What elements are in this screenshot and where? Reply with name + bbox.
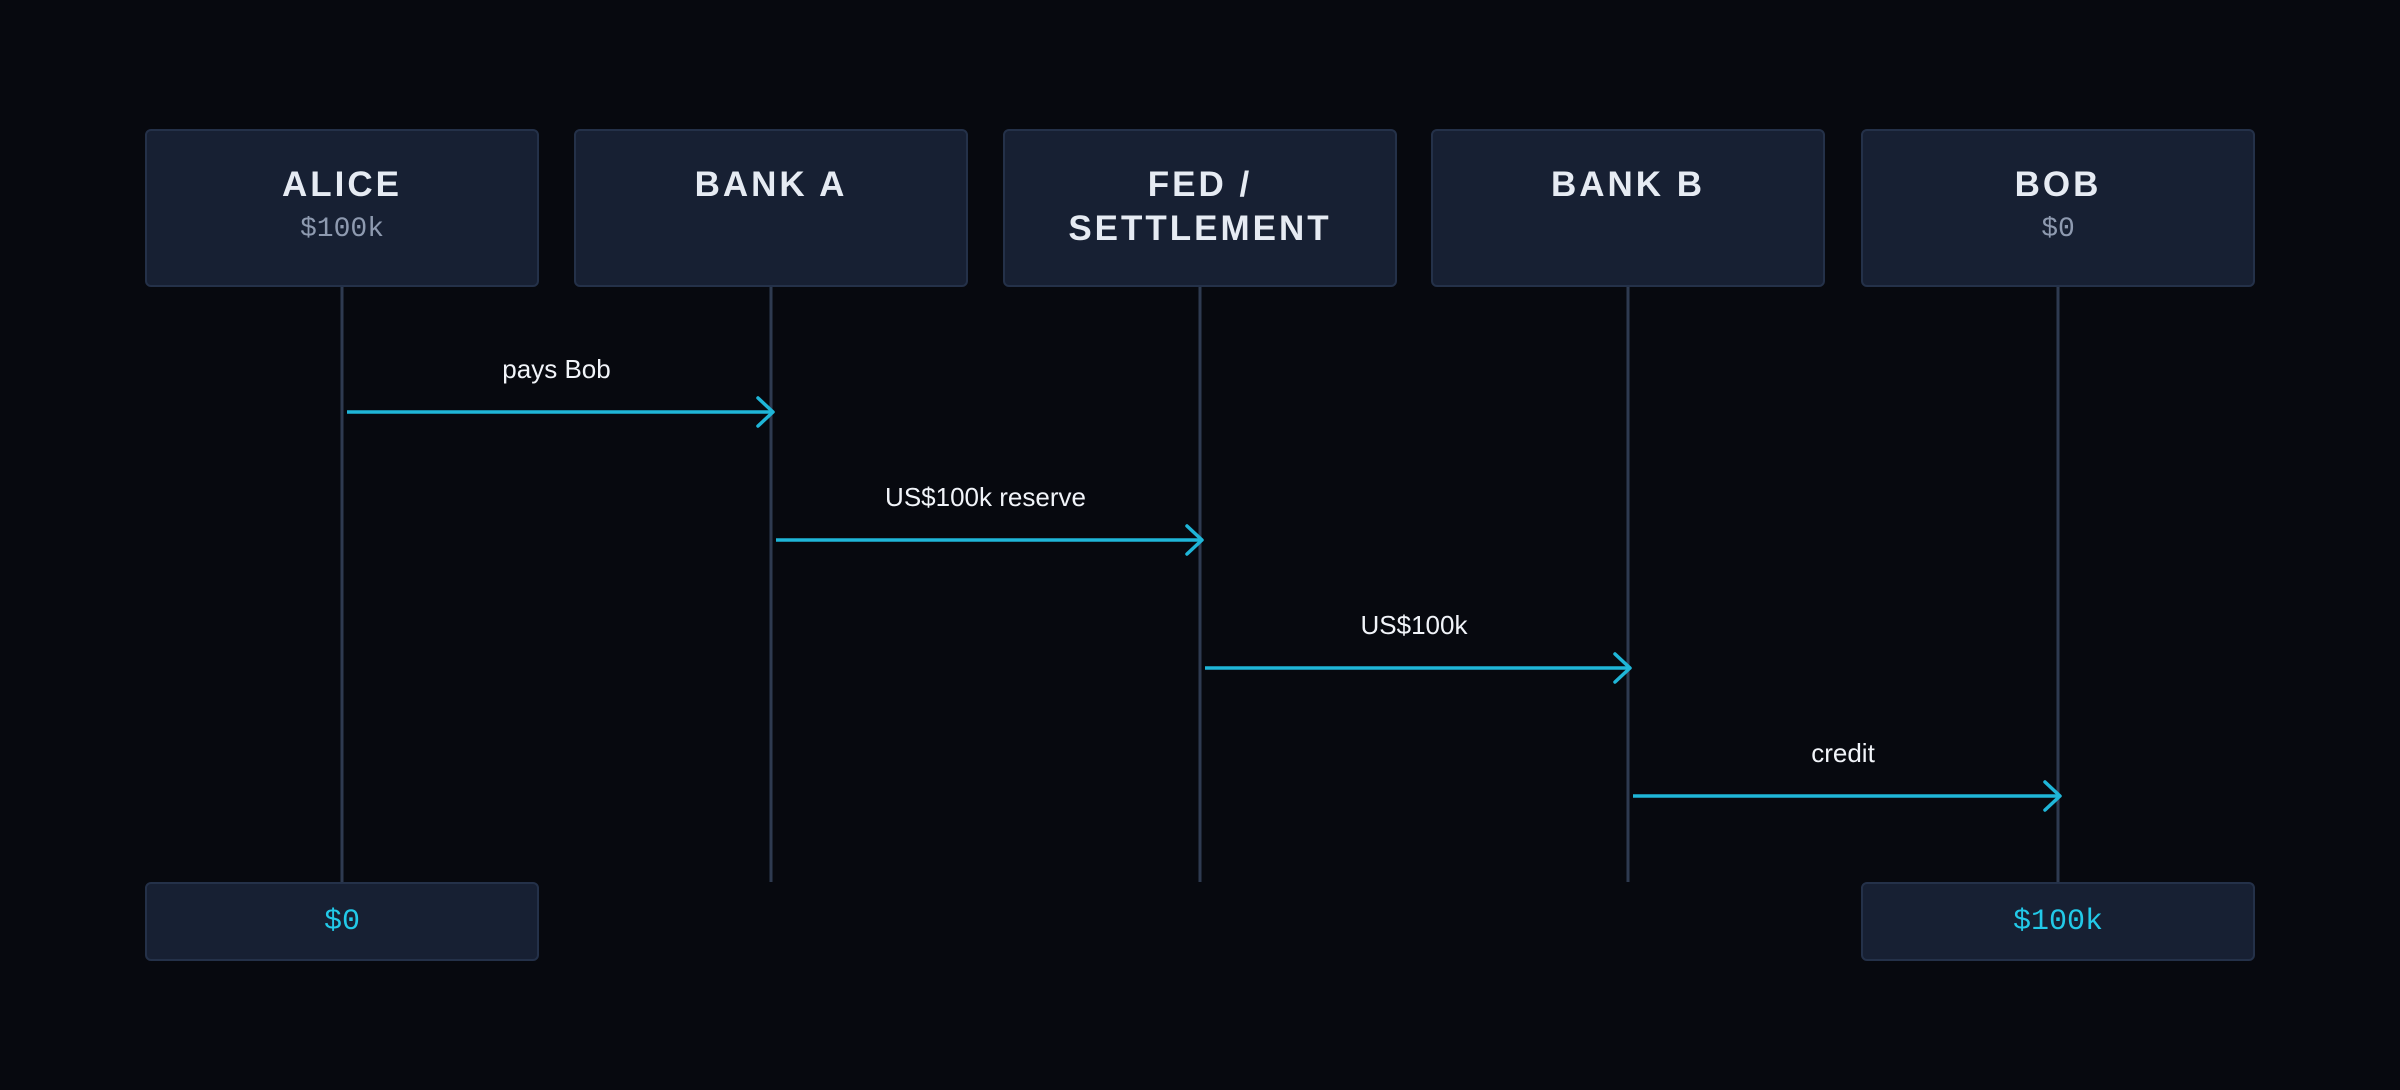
actor-bank-b-box: BANK B xyxy=(1431,129,1825,287)
actor-bob-box: BOB $0 xyxy=(1861,129,2255,287)
message-arrow-2 xyxy=(776,524,1204,556)
message-label-2: US$100k reserve xyxy=(885,482,1086,512)
message-arrowhead-icon xyxy=(1613,652,1632,684)
actor-alice-balance: $100k xyxy=(299,214,384,245)
final-balance-alice: $0 xyxy=(323,904,360,939)
actor-bob-balance: $0 xyxy=(2041,214,2075,245)
message-arrow-1 xyxy=(347,396,775,428)
actor-alice-box: ALICE $100k xyxy=(145,129,539,287)
message-label-3: US$100k xyxy=(1360,610,1468,640)
actor-bank-a-name: BANK A xyxy=(694,165,848,204)
message-arrow-4 xyxy=(1633,780,2062,812)
message-arrowhead-icon xyxy=(756,396,775,428)
message-arrowhead-icon xyxy=(1185,524,1204,556)
actor-bank-a-box: BANK A xyxy=(574,129,968,287)
actor-fed-settlement-box: FED / SETTLEMENT xyxy=(1003,129,1397,287)
actor-fed-settlement-name: FED / SETTLEMENT xyxy=(1068,165,1332,248)
final-balance-bob: $100k xyxy=(2012,904,2103,939)
message-label-1: pays Bob xyxy=(502,354,611,384)
final-balance-bob-box: $100k xyxy=(1861,882,2255,961)
final-balance-alice-box: $0 xyxy=(145,882,539,961)
actor-bob-name: BOB xyxy=(2014,165,2102,204)
actor-bank-b-name: BANK B xyxy=(1550,165,1706,204)
actor-alice-name: ALICE xyxy=(282,165,402,204)
message-label-4: credit xyxy=(1811,738,1875,768)
message-arrow-3 xyxy=(1205,652,1632,684)
message-arrowhead-icon xyxy=(2043,780,2062,812)
